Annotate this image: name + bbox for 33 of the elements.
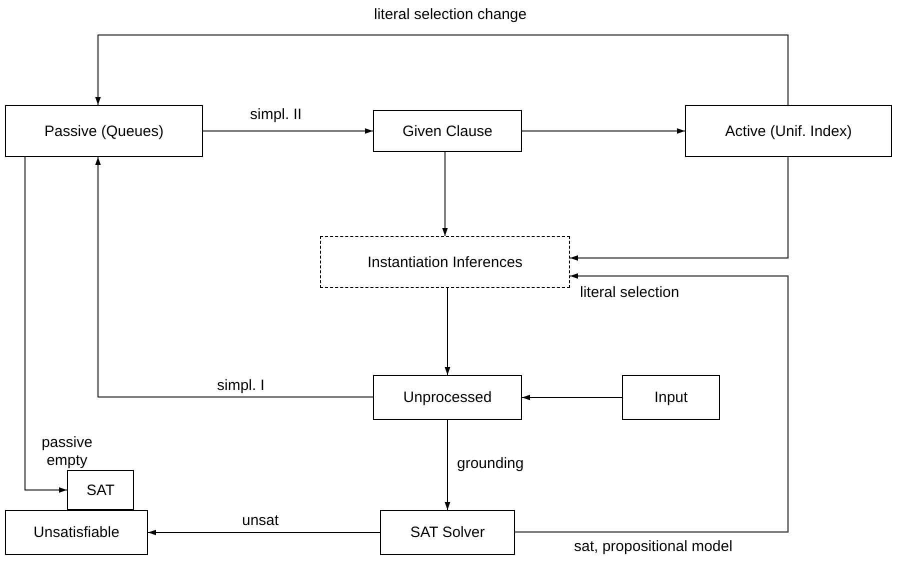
arrow [444,288,450,376]
arrow [442,152,448,236]
edge-label: literal selection change [372,6,529,24]
arrow [95,34,788,106]
arrow [24,156,68,493]
process-box [685,105,892,157]
arrow [148,530,380,536]
process-box [373,375,522,420]
node-label: Passive (Queues) [44,122,164,140]
process-box [622,375,720,420]
node-label: Input [654,389,688,406]
node-label: Unprocessed [403,389,492,406]
edge-label: grounding [455,455,526,473]
dashed-process-box [320,236,570,288]
arrow [514,273,788,532]
node-label: Unsatisfiable [34,524,120,541]
arrow [570,156,788,261]
edge-label: sat, propositional model [572,538,734,556]
node-label: SAT Solver [410,524,485,541]
process-box [373,110,522,152]
process-box [67,470,134,510]
node-label: Active (Unif. Index) [725,122,852,140]
process-box [380,510,515,555]
process-box [5,105,203,157]
node-label: SAT [86,482,115,498]
node-label: Instantiation Inferences [367,254,523,270]
arrow [522,128,686,134]
node-label: Given Clause [402,122,493,140]
arrow [95,156,374,398]
process-box [5,510,148,555]
arrow [444,420,450,510]
arrow [522,394,622,400]
arrow [202,128,374,134]
